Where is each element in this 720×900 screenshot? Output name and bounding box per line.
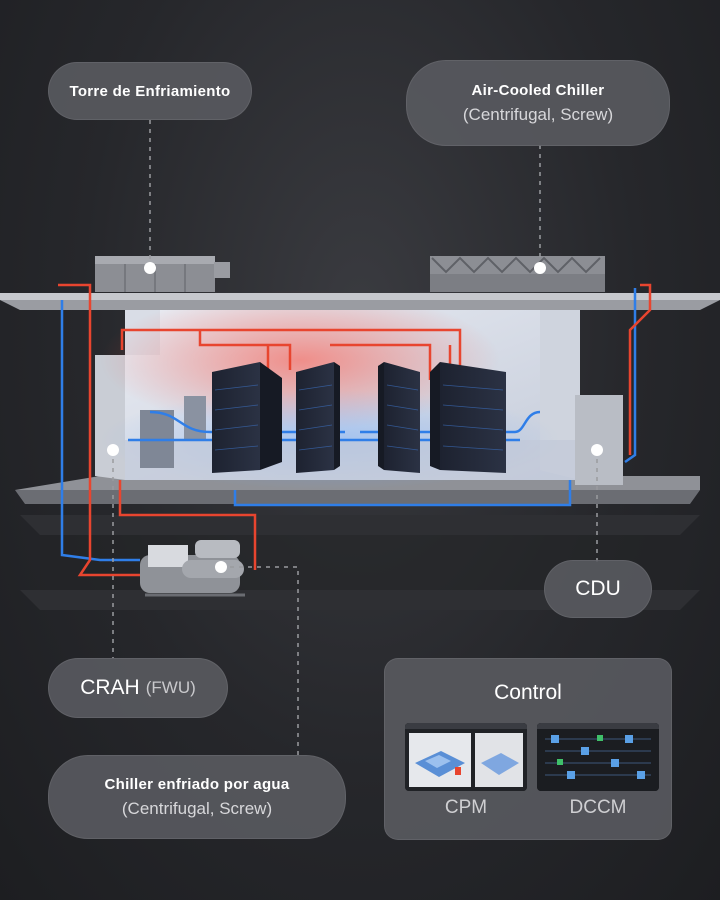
label-cdu: CDU bbox=[544, 560, 652, 618]
server-rack-row-2 bbox=[296, 362, 340, 473]
cooling-tower-title: Torre de Enfriamiento bbox=[69, 83, 230, 100]
cpm-label: CPM bbox=[405, 797, 527, 819]
label-cooling-tower: Torre de Enfriamiento bbox=[48, 62, 252, 120]
marker-water-chiller bbox=[215, 561, 227, 573]
control-panel: Control CPM bbox=[384, 658, 672, 840]
marker-crah bbox=[107, 444, 119, 456]
cpm-screen-icon bbox=[405, 723, 527, 791]
marker-cooling-tower bbox=[144, 262, 156, 274]
cpm-thumbnail[interactable] bbox=[405, 723, 527, 791]
roof-slab bbox=[0, 293, 720, 310]
server-rack-row-1 bbox=[212, 362, 282, 473]
cdu-cabinet bbox=[575, 395, 623, 485]
control-title: Control bbox=[385, 681, 671, 705]
marker-air-chiller bbox=[534, 262, 546, 274]
crah-paren: (FWU) bbox=[146, 678, 196, 698]
cdu-title: CDU bbox=[575, 577, 621, 601]
label-air-cooled-chiller: Air-Cooled Chiller (Centrifugal, Screw) bbox=[406, 60, 670, 146]
dccm-label: DCCM bbox=[537, 797, 659, 819]
dccm-thumbnail[interactable] bbox=[537, 723, 659, 791]
water-chiller-title: Chiller enfriado por agua bbox=[104, 776, 289, 793]
air-cooled-chiller-unit bbox=[430, 256, 605, 292]
marker-cdu bbox=[591, 444, 603, 456]
water-chiller-subtitle: (Centrifugal, Screw) bbox=[122, 799, 272, 819]
crah-title: CRAH bbox=[80, 676, 140, 700]
cooling-tower bbox=[95, 256, 230, 292]
label-water-cooled-chiller: Chiller enfriado por agua (Centrifugal, … bbox=[48, 755, 346, 839]
server-rack-row-4 bbox=[430, 362, 506, 473]
air-chiller-subtitle: (Centrifugal, Screw) bbox=[463, 105, 613, 125]
dccm-screen-icon bbox=[537, 723, 659, 791]
air-chiller-title: Air-Cooled Chiller bbox=[472, 82, 605, 99]
label-crah: CRAH (FWU) bbox=[48, 658, 228, 718]
server-rack-row-3 bbox=[378, 362, 420, 473]
crah-panel bbox=[184, 396, 206, 440]
